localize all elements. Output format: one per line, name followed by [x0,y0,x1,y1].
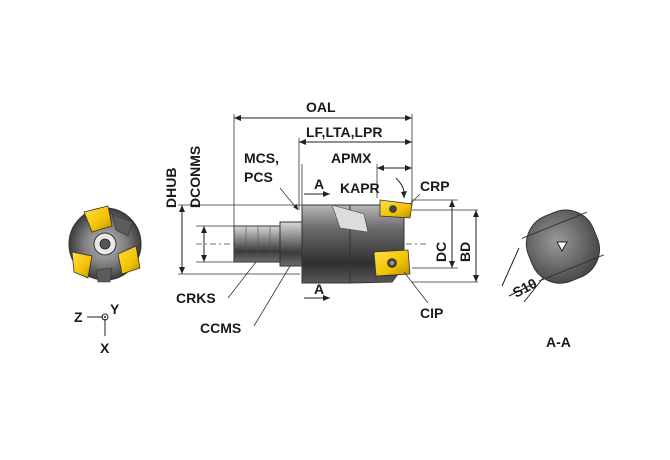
s10-label: S10 [510,275,540,301]
ccms-label: CCMS [200,320,241,336]
section-a-top-label: A [314,176,324,192]
tool-side-view [233,199,413,284]
shank [233,225,281,263]
dhub-label: DHUB [163,168,179,208]
crks-label: CRKS [176,290,216,306]
end-insert-right [117,245,141,275]
end-view [68,205,142,283]
section-a-bottom-label: A [314,281,324,297]
end-insert-top [83,205,113,233]
dconms-label: DCONMS [187,146,203,208]
chip-pocket [331,204,369,233]
axis-x-label: X [100,340,110,356]
lf-lta-lpr-label: LF,LTA,LPR [306,124,382,140]
kapr-label: KAPR [340,180,380,196]
end-insert-left [71,251,93,279]
section-aa-label: A-A [546,334,571,350]
axis-z-label: Z [74,309,83,325]
pcs-label: PCS [244,169,273,185]
section-view: S10 A-A [501,209,605,350]
oal-label: OAL [306,99,336,115]
apmx-label: APMX [331,150,372,166]
mcs-label: MCS, [244,150,279,166]
hub-flange [279,221,303,267]
axis-indicator: Z Y X [74,301,120,356]
crp-label: CRP [420,178,450,194]
dc-label: DC [433,242,449,262]
bd-label: BD [457,242,473,262]
axis-y-label: Y [110,301,120,317]
cip-label: CIP [420,305,443,321]
